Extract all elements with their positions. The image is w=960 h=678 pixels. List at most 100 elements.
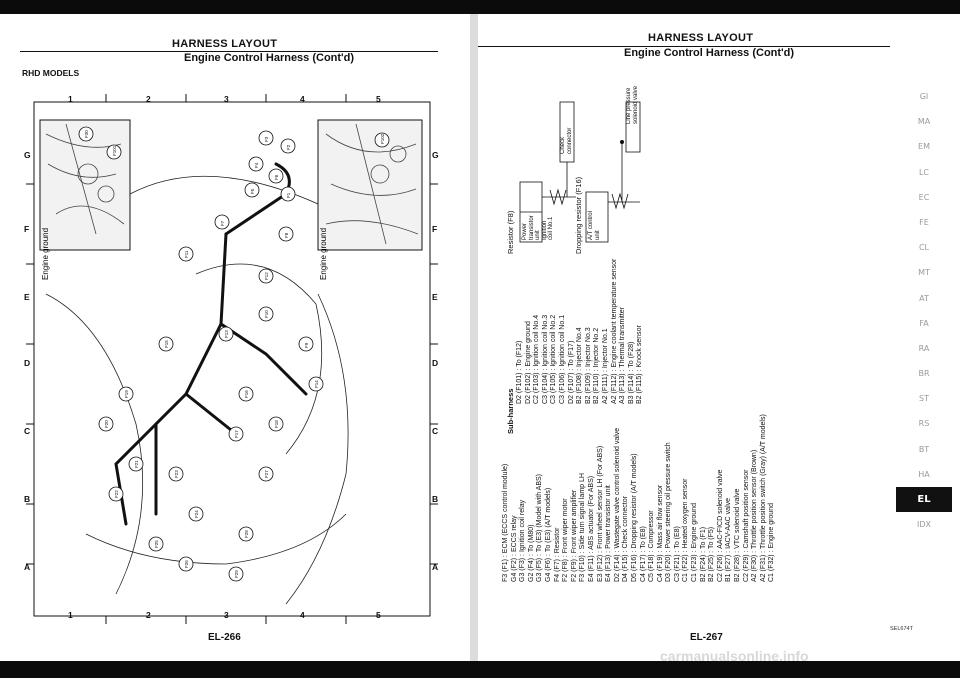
title-rule: [20, 51, 438, 52]
schematic-label: unit: [594, 230, 601, 240]
connector-list-item: B2 (F28) : VTC solenoid valve: [734, 488, 742, 582]
grid-row-b-left: B: [24, 494, 31, 504]
connector-list-item: C1 (F22) : Heated oxygen sensor: [682, 478, 690, 583]
section-tab-ma[interactable]: MA: [917, 117, 931, 127]
connector-list-item: G2 (F4) : To (M80): [527, 524, 535, 582]
sub-harness-item: A2 (F111) : Injector No.1: [601, 328, 609, 404]
section-tab-rs[interactable]: RS: [918, 419, 930, 429]
grid-col-2-top: 2: [146, 94, 151, 104]
connector-tag: F17: [234, 430, 239, 438]
section-tab-at[interactable]: AT: [919, 293, 929, 303]
schematic-label: A/T control: [588, 211, 594, 240]
schematic-label: Line pressure: [626, 87, 632, 124]
figure-code: SEL674T: [890, 626, 913, 632]
connector-tag: F22: [114, 490, 119, 498]
connector-list-item: F4 (F7) : Resistor: [553, 527, 561, 582]
connector-list: F3 (F1) : ECM (ECCS control module) G4 (F…: [502, 414, 777, 582]
section-tab-br[interactable]: BR: [918, 369, 930, 379]
resistor-schematic: [519, 101, 576, 243]
grid-col-5-bottom: 5: [376, 610, 381, 620]
section-tab-ra[interactable]: RA: [918, 343, 930, 353]
connector-tag: F15: [164, 340, 169, 348]
connector-list-item: A2 (F30) : Throttle position sensor (Bro…: [751, 449, 759, 582]
grid-row-a-left: A: [24, 562, 31, 572]
watermark: carmanualsonline.info: [660, 648, 809, 664]
grid-row-g-right: G: [432, 150, 439, 160]
connector-tag: F1: [286, 192, 291, 198]
dropping-resistor-schematic: [585, 101, 641, 243]
section-tab-ha[interactable]: HA: [918, 469, 930, 479]
connector-tag: F23: [174, 470, 179, 478]
connector-tag: F101: [112, 145, 117, 156]
connector-tag: F6: [274, 174, 279, 180]
section-tab-st[interactable]: ST: [919, 394, 929, 404]
connector-list-item: G3 (F5) : To (E3) (Model with ABS): [536, 473, 544, 582]
sub-harness-item: C3 (F104) : Ignition coil No.3: [541, 314, 549, 404]
section-tab-gi[interactable]: GI: [919, 92, 929, 101]
page-title: HARNESS LAYOUT: [648, 32, 754, 44]
connector-tag: F26: [184, 560, 189, 568]
grid-col-4-bottom: 4: [300, 610, 305, 620]
page-subtitle: Engine Control Harness (Cont'd): [184, 52, 355, 64]
connector-list-item: F2 (F8) : Front wiper motor: [562, 498, 570, 582]
scan-border-top: [0, 0, 960, 14]
connector-list-item: F3 (F1) : ECM (ECCS control module): [502, 463, 509, 582]
connector-list-item: D4 (F15) : Check connector: [622, 496, 630, 582]
section-tab-fa[interactable]: FA: [919, 318, 929, 328]
grid-col-1-bottom: 1: [68, 610, 73, 620]
grid-row-f-right: F: [432, 224, 438, 234]
sub-harness-item: B2 (F115) : Knock sensor: [636, 325, 644, 404]
sub-harness-item: D2 (F107) : To (F17): [567, 340, 575, 404]
connector-list-item: D3 (F20) : Power steering oil pressure s…: [665, 442, 673, 582]
sub-harness-item: C3 (F105) : Ignition coil No.2: [550, 314, 558, 404]
grid-row-c-left: C: [24, 426, 31, 436]
grid-row-d-left: D: [24, 358, 31, 368]
sub-harness-item: B3 (F114) : To (F28): [627, 341, 635, 404]
connector-list-item: C2 (F29) : Camshaft position sensor: [742, 469, 750, 582]
connector-tag: F9: [304, 342, 309, 348]
section-tab-fe[interactable]: FE: [919, 217, 929, 227]
sub-harness-item: D2 (F102) : Engine ground: [524, 321, 532, 404]
title-rule: [478, 46, 890, 47]
section-tab-lc[interactable]: LC: [918, 167, 930, 177]
page-subtitle: Engine Control Harness (Cont'd): [624, 47, 795, 59]
connector-tag: F4: [254, 162, 259, 168]
connector-tag: F12: [264, 272, 269, 280]
sub-harness-list: D2 (F101) : To (F12)D2 (F102) : Engine g…: [516, 259, 645, 404]
sub-harness-item: D2 (F101) : To (F12): [516, 340, 523, 404]
connector-list-item: E4 (F11) : ABS actuator (For ABS): [587, 475, 595, 582]
schematic-label: connector: [566, 127, 573, 154]
connector-list-item: C4 (F19) : Mass air flow sensor: [656, 484, 664, 582]
section-tab-bt[interactable]: BT: [918, 444, 930, 454]
grid-col-4-top: 4: [300, 94, 305, 104]
connector-list-item: E3 (F12) : Front wheel sensor LH (For AB…: [596, 445, 604, 582]
connector-list-item: C1 (F23) : Engine ground: [691, 503, 699, 582]
connector-tag: F7: [220, 220, 225, 226]
sub-harness-item: C2 (F103) : Ignition coil No.4: [533, 314, 541, 404]
section-tab-ec[interactable]: EC: [918, 192, 930, 202]
section-tab-em[interactable]: EM: [918, 142, 930, 152]
connector-list-item: D5 (F16) : Dropping resistor (A/T models…: [630, 453, 638, 582]
connector-list-item: G4 (F6) : To (E3) (A/T models): [544, 487, 552, 582]
inset-label-right: Engine ground: [319, 228, 328, 280]
grid-row-e-right: E: [432, 292, 438, 302]
connector-list-item: E4 (F13) : Power transistor unit: [605, 485, 613, 582]
sub-harness-item: A2 (F112) : Engine coolant temperature s…: [610, 258, 618, 404]
connector-list-item: C3 (F21) : To (E8): [673, 526, 681, 582]
schematic-label: coil No.1: [548, 216, 554, 240]
connector-tag: F24: [194, 510, 199, 518]
grid-row-f-left: F: [24, 224, 30, 234]
section-tabs: GI MA EM LC EC FE CL MT AT FA RA BR ST RS BT HA EL IDX: [896, 84, 952, 537]
grid-row-b-right: B: [432, 494, 439, 504]
connector-tag: F8: [284, 232, 289, 238]
section-tab-cl[interactable]: CL: [918, 243, 930, 253]
right-page: HARNESS LAYOUT Engine Control Harness (C…: [478, 14, 960, 661]
connector-tag: F13: [224, 330, 229, 338]
connector-list-item: D2 (F14) : Wastegate valve control solen…: [613, 427, 621, 582]
section-tab-idx[interactable]: IDX: [917, 520, 931, 530]
section-tab-el[interactable]: EL: [896, 487, 952, 513]
page-number-left: EL-266: [208, 632, 241, 643]
section-tab-mt[interactable]: MT: [918, 268, 930, 278]
